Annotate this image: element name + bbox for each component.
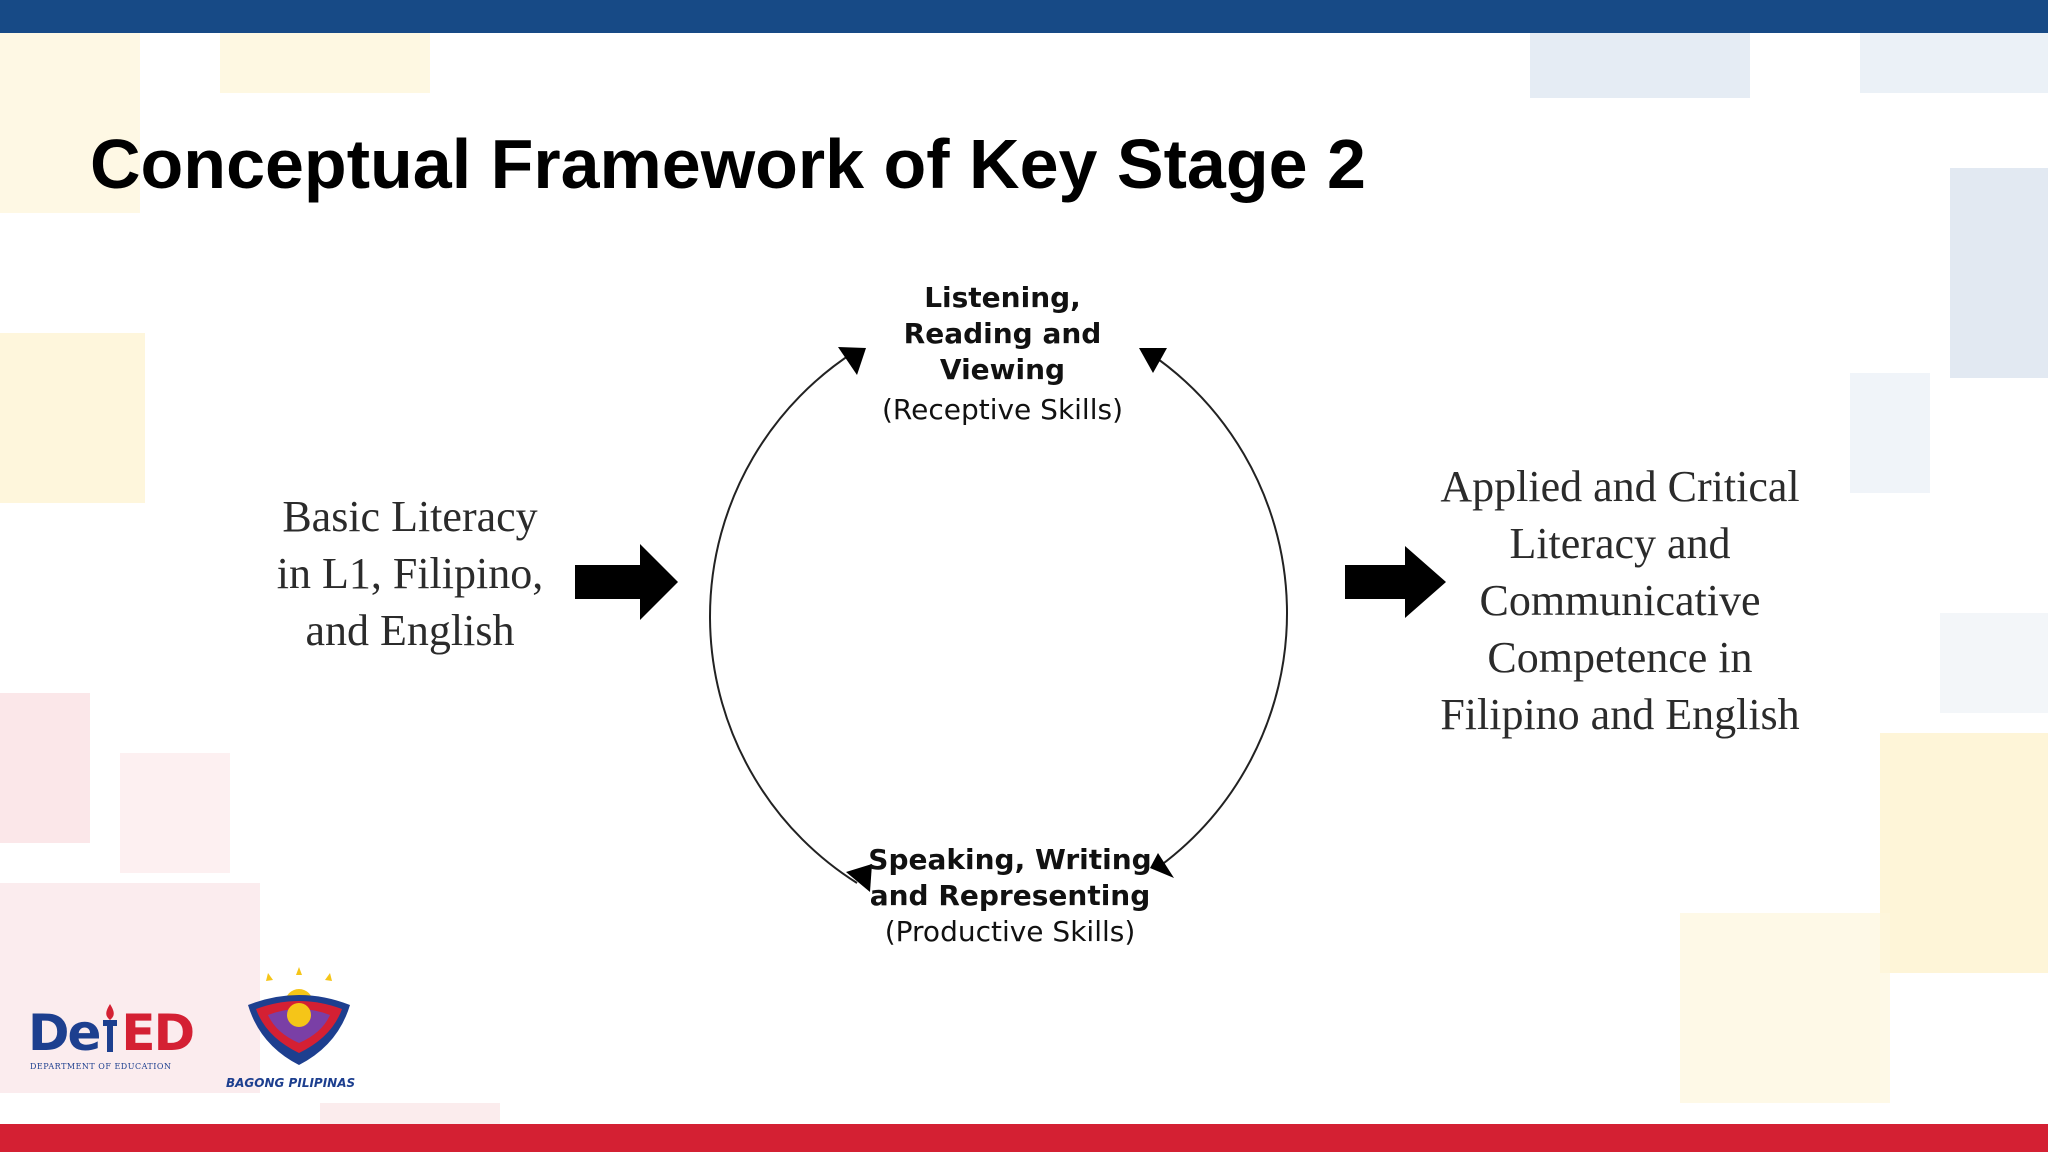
basic-literacy-line-2: in L1, Filipino, (276, 549, 544, 598)
receptive-note: (Receptive Skills) (881, 393, 1124, 426)
applied-literacy-line-4: Competence in (1487, 633, 1753, 682)
productive-note: (Productive Skills) (884, 915, 1136, 948)
productive-line-1: Speaking, Writing (868, 843, 1152, 876)
applied-literacy-line-5: Filipino and English (1440, 690, 1800, 739)
applied-literacy-line-2: Literacy and (1509, 519, 1731, 568)
productive-line-2: and Representing (869, 879, 1151, 912)
deped-logo-text-left: De (28, 1004, 101, 1062)
top-banner-bar (0, 0, 2048, 33)
bagong-pilipinas-text: BAGONG PILIPINAS (226, 1076, 356, 1090)
productive-skills-label: Speaking, Writing and Representing (Prod… (860, 842, 1160, 950)
cycle-arrowhead-bottom-left (846, 864, 872, 892)
cycle-arc-left (709, 351, 858, 884)
torch-icon (99, 1004, 121, 1054)
receptive-skills-label: Listening, Reading and Viewing (Receptiv… (850, 280, 1155, 428)
cycle-arrowhead-top-left (838, 347, 866, 375)
output-arrow (1345, 546, 1446, 618)
cycle-arrowhead-bottom-right (1150, 853, 1174, 878)
applied-literacy-line-1: Applied and Critical (1440, 462, 1800, 511)
basic-literacy-line-1: Basic Literacy (282, 492, 538, 541)
input-arrow (575, 544, 678, 620)
background-decoration (0, 33, 2048, 1124)
slide-title: Conceptual Framework of Key Stage 2 (90, 125, 1366, 203)
receptive-line-3: Viewing (939, 353, 1066, 386)
bagong-pilipinas-emblem-icon (248, 967, 350, 1065)
cycle-arc-right (1147, 351, 1289, 867)
deped-logo-text-right: ED (121, 1004, 195, 1062)
applied-literacy-line-3: Communicative (1479, 576, 1761, 625)
bottom-banner-bar (0, 1124, 2048, 1152)
receptive-line-2: Reading and (903, 317, 1102, 350)
basic-literacy-line-3: and English (305, 606, 515, 655)
deped-subtitle: DEPARTMENT OF EDUCATION (30, 1062, 172, 1071)
applied-literacy-text: Applied and Critical Literacy and Commun… (1420, 458, 1820, 743)
basic-literacy-text: Basic Literacy in L1, Filipino, and Engl… (250, 488, 570, 659)
cycle-arrowhead-top-right (1139, 348, 1167, 373)
receptive-line-1: Listening, (924, 281, 1081, 314)
